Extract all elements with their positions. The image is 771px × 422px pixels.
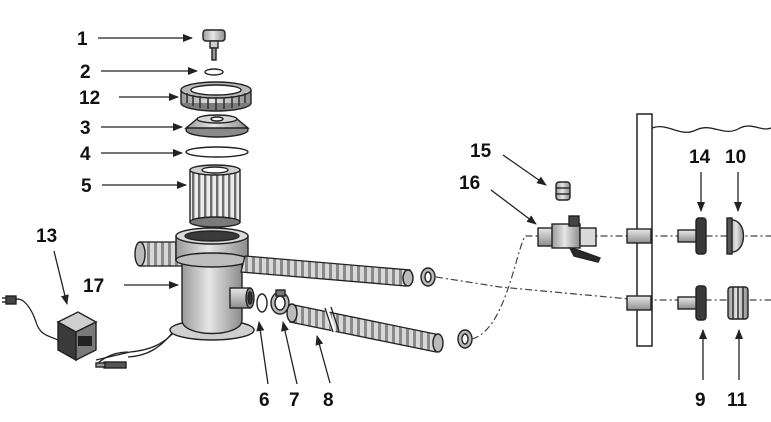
label-3: 3 [80,118,91,139]
label-6: 6 [259,390,270,411]
part-11-outlet-strainer [727,286,749,320]
part-5-filter-cartridge [189,164,241,228]
upper-hose [240,255,414,287]
part-16-plunger-valve [537,215,601,263]
part-8-lower-hose [286,303,444,353]
part-6-hose-o-ring [256,293,268,313]
label-16: 16 [459,173,480,194]
leader-arrows [53,34,743,385]
part-13-transformer [2,295,98,362]
label-5: 5 [81,176,92,197]
part-15-strainer [555,181,571,201]
wall-fitting-upper [626,228,652,244]
label-15: 15 [470,141,492,162]
label-1: 1 [77,29,88,50]
label-12: 12 [79,88,100,109]
label-9: 9 [695,390,706,411]
label-11: 11 [727,390,748,411]
label-17: 17 [83,276,104,297]
upper-hose-clamp [420,267,436,287]
part-17-pump-housing [134,227,255,341]
label-2: 2 [80,62,91,83]
part-1-air-release-valve [202,29,226,61]
label-7: 7 [289,390,300,411]
label-14: 14 [689,147,711,168]
label-13: 13 [36,226,57,247]
part-3-lid [184,114,250,138]
part-12-lid-nut [180,81,252,112]
wall-fitting-lower [626,295,652,311]
part-4-o-ring [185,146,249,158]
connection-lines [435,235,771,340]
label-4: 4 [80,144,91,165]
part-10-inlet-cap [726,217,745,255]
part-14-inlet-fitting [677,217,707,255]
lower-hose-clamp [457,329,473,349]
pump-power-cord [95,324,181,369]
label-8: 8 [323,390,334,411]
part-9-outlet-fitting [677,285,707,321]
part-2-small-o-ring [204,68,224,76]
part-7-hose-clamp [270,289,290,315]
label-10: 10 [725,147,746,168]
